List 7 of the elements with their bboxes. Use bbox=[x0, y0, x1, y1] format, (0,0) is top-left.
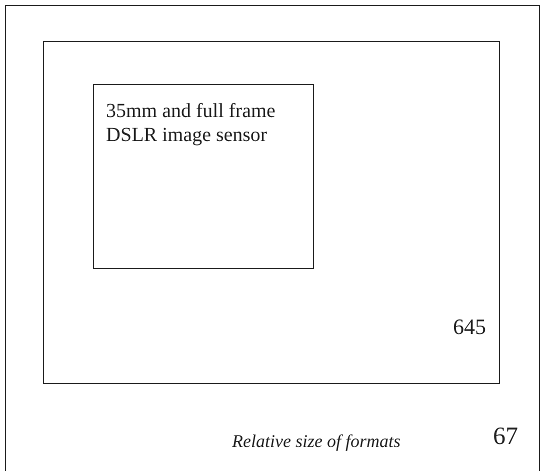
format-frame bbox=[43, 41, 500, 384]
format-frame bbox=[93, 84, 314, 269]
format-label: 35mm and full frame DSLR image sensor bbox=[106, 99, 276, 147]
format-label: 67 bbox=[493, 422, 518, 452]
format-frame bbox=[5, 5, 540, 471]
format-label: 645 bbox=[453, 313, 486, 341]
caption: Relative size of formats bbox=[232, 430, 400, 453]
